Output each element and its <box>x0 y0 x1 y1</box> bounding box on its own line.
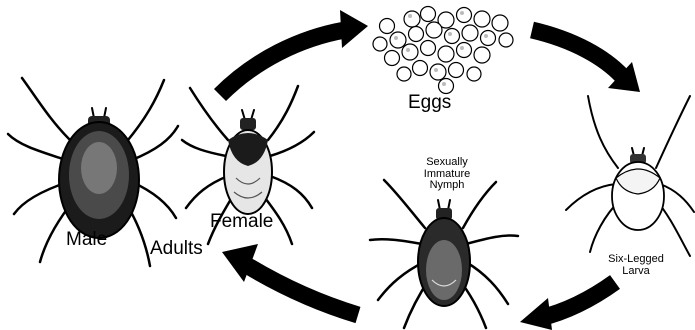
cycle-arrow-nymph-to-adults <box>222 244 358 315</box>
larva-label: Six-Legged Larva <box>596 254 676 277</box>
female-label: Female <box>210 212 273 232</box>
nymph-label: Sexually Immature Nymph <box>404 157 490 192</box>
male-tick-body <box>59 116 139 238</box>
male-label: Male <box>66 230 107 250</box>
adults-label: Adults <box>150 239 203 259</box>
nymph-label-line-3: Nymph <box>404 180 490 192</box>
nymph-label-line-1: Sexually <box>404 157 490 169</box>
larva-label-line-1: Six-Legged <box>596 254 676 266</box>
cycle-arrow-eggs-to-larva <box>532 30 640 92</box>
cycle-arrow-adults-to-eggs <box>220 10 368 95</box>
eggs-cluster <box>373 7 513 94</box>
nymph-tick-body <box>418 208 470 306</box>
larva-label-line-2: Larva <box>596 266 676 278</box>
cycle-arrow-larva-to-nymph <box>520 282 615 330</box>
eggs-label: Eggs <box>408 93 451 113</box>
female-tick-body <box>224 118 272 214</box>
